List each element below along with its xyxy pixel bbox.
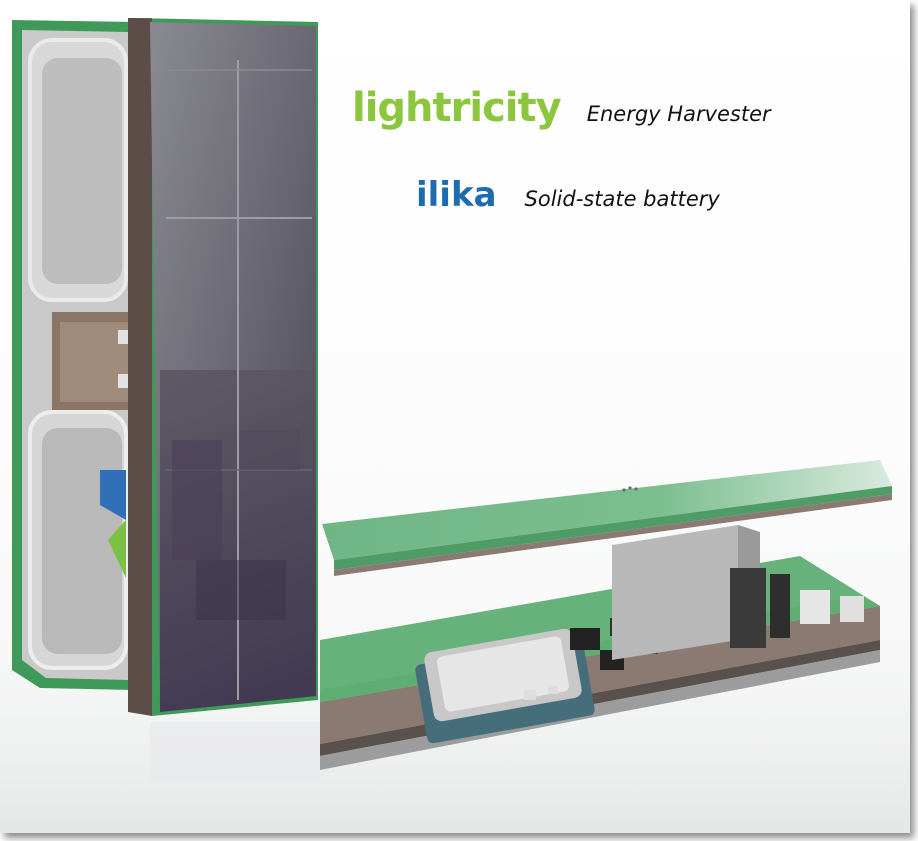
brand-row-ilika: ilika Solid-state battery <box>416 178 720 212</box>
solid-state-battery-caption: Solid-state battery <box>524 187 720 211</box>
brand-row-lightricity: lightricity Energy Harvester <box>352 88 771 128</box>
lightricity-logo: lightricity <box>352 85 562 131</box>
energy-harvester-caption: Energy Harvester <box>586 102 771 126</box>
ilika-logo: ilika <box>416 175 497 215</box>
